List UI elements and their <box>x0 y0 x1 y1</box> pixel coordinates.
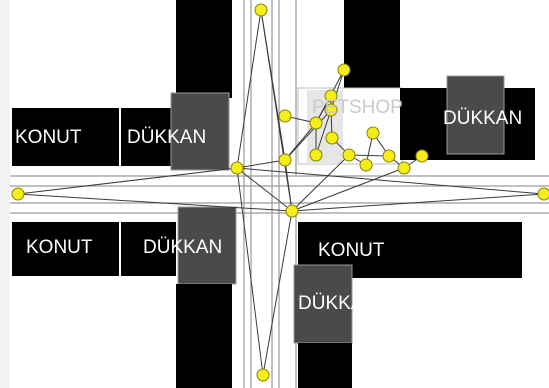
node <box>359 158 373 172</box>
left-margin-strip <box>0 0 10 388</box>
node <box>337 63 351 77</box>
node <box>325 131 339 145</box>
node <box>254 3 268 17</box>
building-block <box>344 0 400 36</box>
building-block <box>410 222 466 278</box>
building-dukkan-left-upper <box>121 108 176 166</box>
node <box>397 161 411 175</box>
node <box>342 148 356 162</box>
node <box>324 103 338 117</box>
label-dukkan-left-upper: DÜKKAN <box>127 127 206 148</box>
node <box>309 148 323 162</box>
node <box>278 109 292 123</box>
building-block <box>176 60 232 98</box>
building-block <box>176 284 232 330</box>
label-petshop: PETSHOP <box>312 97 403 118</box>
network-nodes <box>11 3 549 382</box>
building-block <box>64 108 119 166</box>
label-konut-right-lower: KONUT <box>318 240 385 261</box>
label-konut-left-lower: KONUT <box>26 237 93 258</box>
building-dukkan-right-upper <box>446 75 505 155</box>
label-dukkan-left-lower: DÜKKAN <box>143 237 222 258</box>
building-dukkan-left-lower <box>121 222 176 276</box>
node <box>278 153 292 167</box>
building-block <box>176 0 232 60</box>
label-konut-left-upper: KONUT <box>15 127 82 148</box>
node <box>11 187 25 201</box>
node <box>230 161 244 175</box>
node <box>324 89 338 103</box>
node <box>537 187 549 201</box>
building-block <box>176 330 232 388</box>
building-konut-left-lower <box>12 222 64 276</box>
building-dukkan-right-lower <box>293 264 353 344</box>
node <box>366 126 380 140</box>
road-lines <box>10 0 549 388</box>
node <box>285 204 299 218</box>
building-block <box>298 343 352 388</box>
building-highlight <box>170 92 230 171</box>
network-edges <box>17 9 545 376</box>
node <box>415 149 429 163</box>
building-highlight <box>177 206 237 285</box>
node <box>382 149 396 163</box>
node <box>309 116 323 130</box>
label-dukkan-right-lower: DÜKKAN <box>298 293 377 314</box>
node <box>256 368 270 382</box>
building-block <box>64 222 119 276</box>
building-block <box>466 222 522 278</box>
building-konut-left-upper <box>12 108 64 166</box>
label-dukkan-right-upper: DÜKKAN <box>443 108 522 129</box>
building-block <box>344 36 400 88</box>
